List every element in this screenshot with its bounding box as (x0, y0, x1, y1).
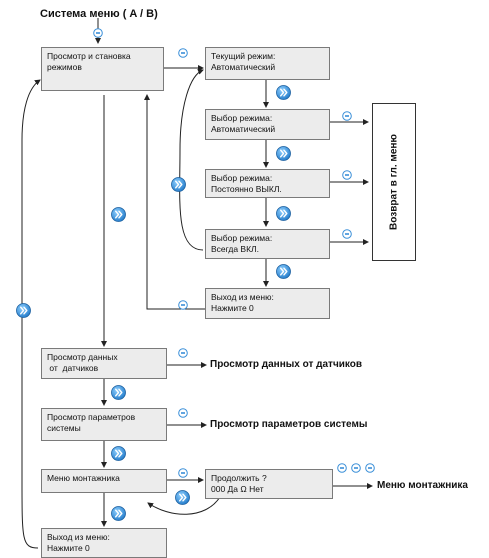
menu-box-view-set-modes: Просмотр и становка режимов (41, 47, 164, 91)
box-line: Продолжить ? (211, 473, 267, 483)
menu-box-mode-off: Выбор режима: Постоянно ВЫКЛ. (205, 169, 330, 198)
ok-button-icon (178, 468, 188, 478)
box-line: Выход из меню: (211, 292, 274, 302)
return-main-label: Возврат в гл. меню (388, 134, 400, 230)
box-line: Автоматический (211, 124, 276, 134)
menu-box-installer-menu: Меню монтажника (41, 469, 167, 493)
box-line: от датчиков (47, 363, 99, 373)
box-line: Выход из меню: (47, 532, 110, 542)
next-button-icon (276, 146, 291, 161)
next-button-icon (171, 177, 186, 192)
box-line: 000 Да Ω Нет (211, 484, 264, 494)
diagram-title: Система меню ( A / B) (40, 8, 158, 20)
menu-box-system-params: Просмотр параметров системы (41, 408, 167, 441)
menu-box-mode-on: Выбор режима: Всегда ВКЛ. (205, 229, 330, 259)
menu-box-continue: Продолжить ? 000 Да Ω Нет (205, 469, 333, 499)
box-line: Нажмите 0 (211, 303, 254, 313)
ok-button-icon (351, 463, 361, 473)
label-sensor-data: Просмотр данных от датчиков (210, 359, 363, 370)
box-line: Выбор режима: (211, 113, 273, 123)
menu-box-exit-main: Выход из меню: Нажмите 0 (41, 528, 167, 558)
menu-box-mode-auto: Выбор режима: Автоматический (205, 109, 330, 140)
ok-button-icon (178, 408, 188, 418)
ok-button-icon (365, 463, 375, 473)
box-line: Всегда ВКЛ. (211, 244, 259, 254)
next-button-icon (111, 207, 126, 222)
box-line: режимов (47, 62, 82, 72)
box-line: Меню монтажника (47, 473, 120, 483)
ok-button-icon (178, 300, 188, 310)
ok-button-icon (178, 348, 188, 358)
label-installer-menu: Меню монтажника (377, 480, 468, 491)
box-line: Текущий режим: (211, 51, 276, 61)
menu-box-exit-inner: Выход из меню: Нажмите 0 (205, 288, 330, 319)
menu-box-current-mode: Текущий режим: Автоматический (205, 47, 330, 80)
box-line: Просмотр параметров (47, 412, 136, 422)
next-button-icon (111, 506, 126, 521)
menu-box-sensor-data: Просмотр данных от датчиков (41, 348, 167, 379)
ok-button-icon (337, 463, 347, 473)
box-line: Выбор режима: (211, 233, 273, 243)
ok-button-icon (178, 48, 188, 58)
next-button-icon (276, 264, 291, 279)
ok-button-icon (93, 28, 103, 38)
ok-button-icon (342, 111, 352, 121)
next-button-icon (111, 385, 126, 400)
return-main-menu-box: Возврат в гл. меню (372, 103, 416, 261)
next-button-icon (111, 446, 126, 461)
next-button-icon (175, 490, 190, 505)
box-line: Нажмите 0 (47, 543, 90, 553)
next-button-icon (276, 85, 291, 100)
box-line: Постоянно ВЫКЛ. (211, 184, 282, 194)
box-line: Выбор режима: (211, 173, 273, 183)
box-line: системы (47, 423, 81, 433)
ok-button-icon (342, 170, 352, 180)
box-line: Автоматический (211, 62, 276, 72)
ok-button-icon (342, 229, 352, 239)
next-button-icon (16, 303, 31, 318)
label-system-params: Просмотр параметров системы (210, 419, 368, 430)
next-button-icon (276, 206, 291, 221)
box-line: Просмотр и становка (47, 51, 131, 61)
box-line: Просмотр данных (47, 352, 118, 362)
